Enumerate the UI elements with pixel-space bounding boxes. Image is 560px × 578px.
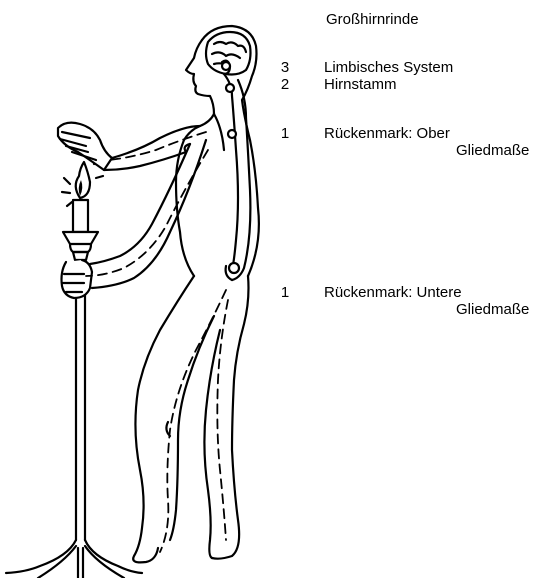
label-spinal-upper-line2: Gliedmaße: [456, 142, 529, 159]
node-upper-cord: [228, 130, 236, 138]
candle: [73, 200, 88, 232]
label-spinal-lower: Rückenmark: Untere: [324, 284, 462, 301]
label-limbic-system: Limbisches System: [324, 59, 453, 76]
node-brainstem: [226, 84, 234, 92]
candlestick: [6, 160, 142, 578]
number-limbic: 3: [278, 59, 292, 76]
number-upper-limb: 1: [278, 125, 292, 142]
candle-flame: [76, 162, 90, 198]
label-spinal-lower-line2: Gliedmaße: [456, 301, 529, 318]
lower-hand: [62, 260, 93, 298]
node-limbic: [222, 62, 230, 70]
spinal-cord: [224, 74, 250, 280]
label-cortex: Großhirnrinde: [326, 11, 419, 28]
nerve-pathway: [86, 132, 228, 552]
label-spinal-upper: Rückenmark: Ober: [324, 125, 450, 142]
number-lower-limb: 1: [278, 284, 292, 301]
node-lower-cord: [229, 263, 239, 273]
number-brainstem: 2: [278, 76, 292, 93]
label-brainstem: Hirnstamm: [324, 76, 397, 93]
